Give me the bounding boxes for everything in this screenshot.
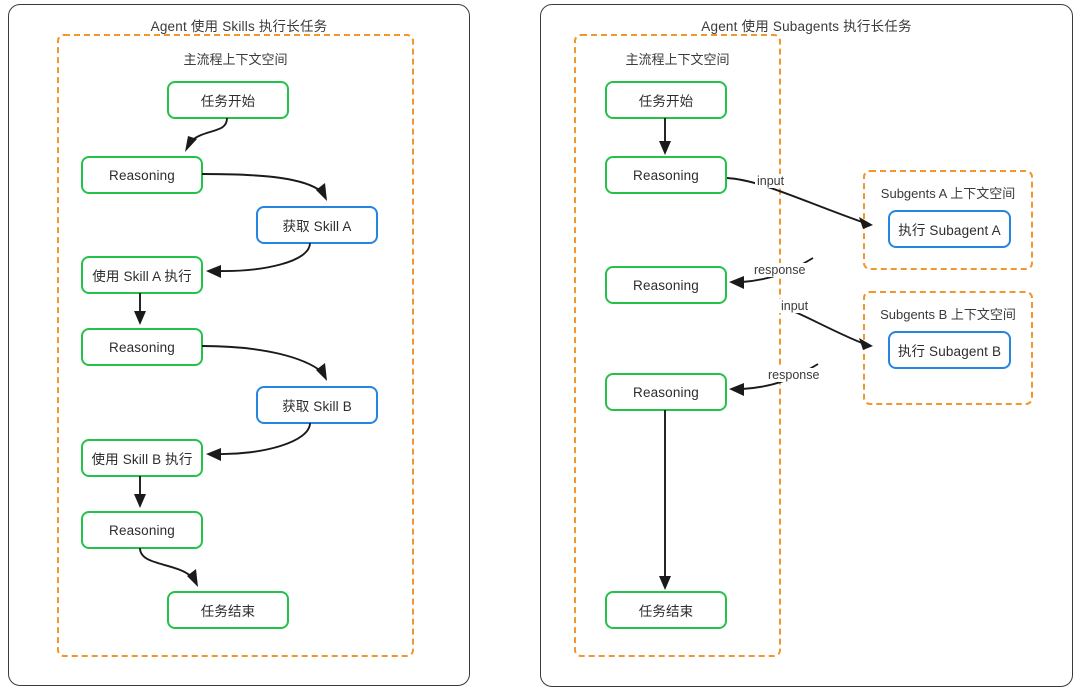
node-reasoning-right-1[interactable]: Reasoning [605,156,727,194]
panel-subagents: Agent 使用 Subagents 执行长任务 主流程上下文空间 Subgen… [540,4,1073,687]
node-get-skill-a-label: 获取 Skill A [282,219,352,234]
node-task-start[interactable]: 任务开始 [167,81,289,119]
node-task-start-right[interactable]: 任务开始 [605,81,727,119]
node-run-subagent-b[interactable]: 执行 Subagent B [888,331,1011,369]
edge-label-input-a: input [755,174,787,188]
node-task-start-label: 任务开始 [200,94,256,109]
node-reasoning-2-label: Reasoning [109,339,175,355]
node-run-subagent-a[interactable]: 执行 Subagent A [888,210,1011,248]
edge-label-response-b: response [766,368,822,382]
node-task-end-label: 任务结束 [200,604,256,619]
node-use-skill-a[interactable]: 使用 Skill A 执行 [81,256,203,294]
panel-skills: Agent 使用 Skills 执行长任务 主流程上下文空间 任务开始 Reas… [8,4,470,686]
node-reasoning-2[interactable]: Reasoning [81,328,203,366]
context-space-subagent-b-title: Subgents B 上下文空间 [880,307,1016,322]
node-reasoning-3-label: Reasoning [109,522,175,538]
node-run-subagent-b-label: 执行 Subagent B [897,344,1002,359]
node-reasoning-3[interactable]: Reasoning [81,511,203,549]
context-space-main-flow-left-title: 主流程上下文空间 [183,52,288,67]
node-reasoning-right-3[interactable]: Reasoning [605,373,727,411]
node-get-skill-b[interactable]: 获取 Skill B [256,386,378,424]
context-space-main-flow-right: 主流程上下文空间 [574,34,781,657]
context-space-subagent-a-title: Subgents A 上下文空间 [880,186,1016,201]
node-use-skill-b-label: 使用 Skill B 执行 [91,452,193,467]
context-space-main-flow-right-title: 主流程上下文空间 [625,52,730,67]
node-use-skill-a-label: 使用 Skill A 执行 [92,269,192,284]
node-reasoning-right-2[interactable]: Reasoning [605,266,727,304]
panel-subagents-title: Agent 使用 Subagents 执行长任务 [701,19,912,34]
node-get-skill-a[interactable]: 获取 Skill A [256,206,378,244]
node-reasoning-right-3-label: Reasoning [633,384,699,400]
panel-skills-title: Agent 使用 Skills 执行长任务 [150,19,328,34]
node-reasoning-right-2-label: Reasoning [633,277,699,293]
node-reasoning-1[interactable]: Reasoning [81,156,203,194]
node-use-skill-b[interactable]: 使用 Skill B 执行 [81,439,203,477]
node-task-end-right-label: 任务结束 [638,604,694,619]
node-task-end[interactable]: 任务结束 [167,591,289,629]
node-task-end-right[interactable]: 任务结束 [605,591,727,629]
node-reasoning-1-label: Reasoning [109,167,175,183]
context-space-main-flow-left: 主流程上下文空间 [57,34,414,657]
node-run-subagent-a-label: 执行 Subagent A [898,223,1001,238]
node-get-skill-b-label: 获取 Skill B [282,399,352,414]
edge-label-input-b: input [779,299,811,313]
node-task-start-right-label: 任务开始 [638,94,694,109]
edge-label-response-a: response [752,263,808,277]
node-reasoning-right-1-label: Reasoning [633,167,699,183]
